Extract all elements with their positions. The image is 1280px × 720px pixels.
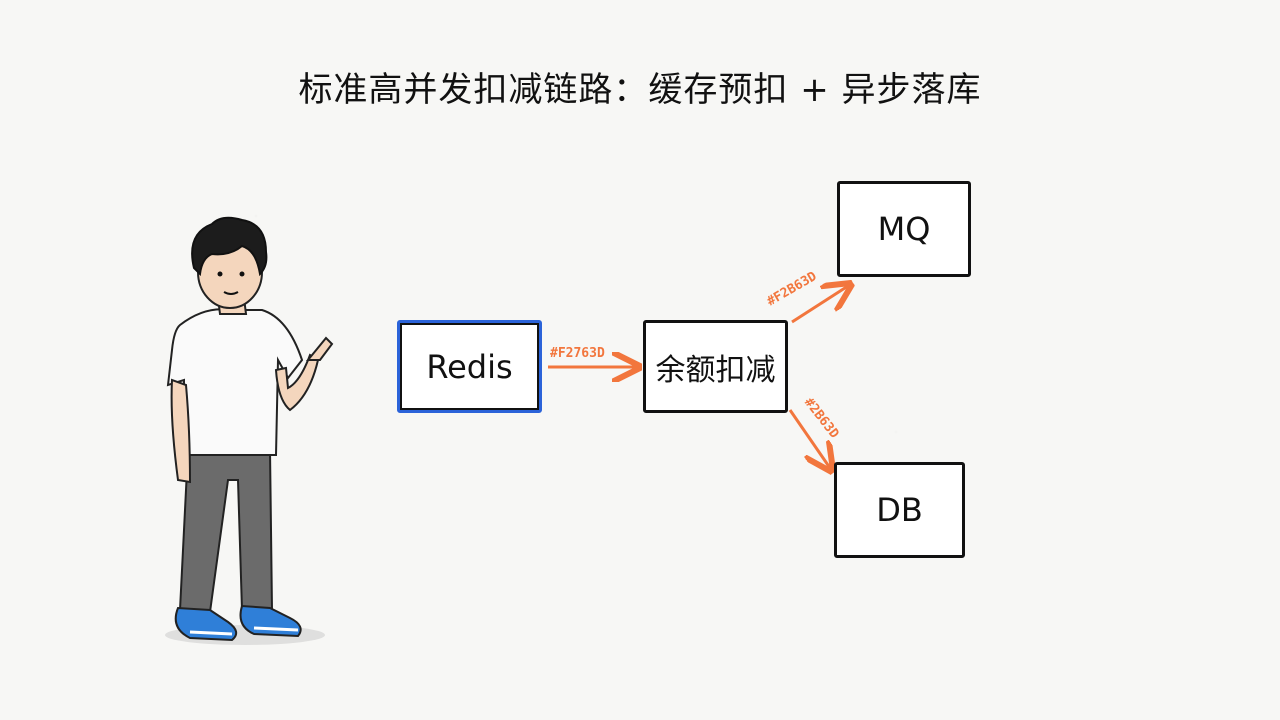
node-redis: Redis xyxy=(397,320,542,413)
node-balance-deduction-label: 余额扣减 xyxy=(655,352,776,388)
node-balance-deduction: 余额扣减 xyxy=(643,320,788,413)
edge-deduct-to-db: #2B63D xyxy=(788,395,842,468)
node-db: DB xyxy=(834,462,965,558)
edge-label-deduct-mq: #F2B63D xyxy=(765,269,820,309)
node-mq-label: MQ xyxy=(877,210,931,248)
edge-label-redis-deduct: #F2763D xyxy=(550,346,605,361)
diagram-title: 标准高并发扣减链路：缓存预扣 + 异步落库 xyxy=(298,70,982,110)
edge-deduct-to-mq: #F2B63D xyxy=(765,269,849,324)
edge-redis-to-deduct: #F2763D xyxy=(548,346,636,367)
edge-label-deduct-db: #2B63D xyxy=(801,395,842,441)
presenter-illustration xyxy=(165,216,334,645)
node-mq: MQ xyxy=(837,181,971,277)
node-db-label: DB xyxy=(876,491,923,529)
node-redis-label: Redis xyxy=(426,347,513,386)
